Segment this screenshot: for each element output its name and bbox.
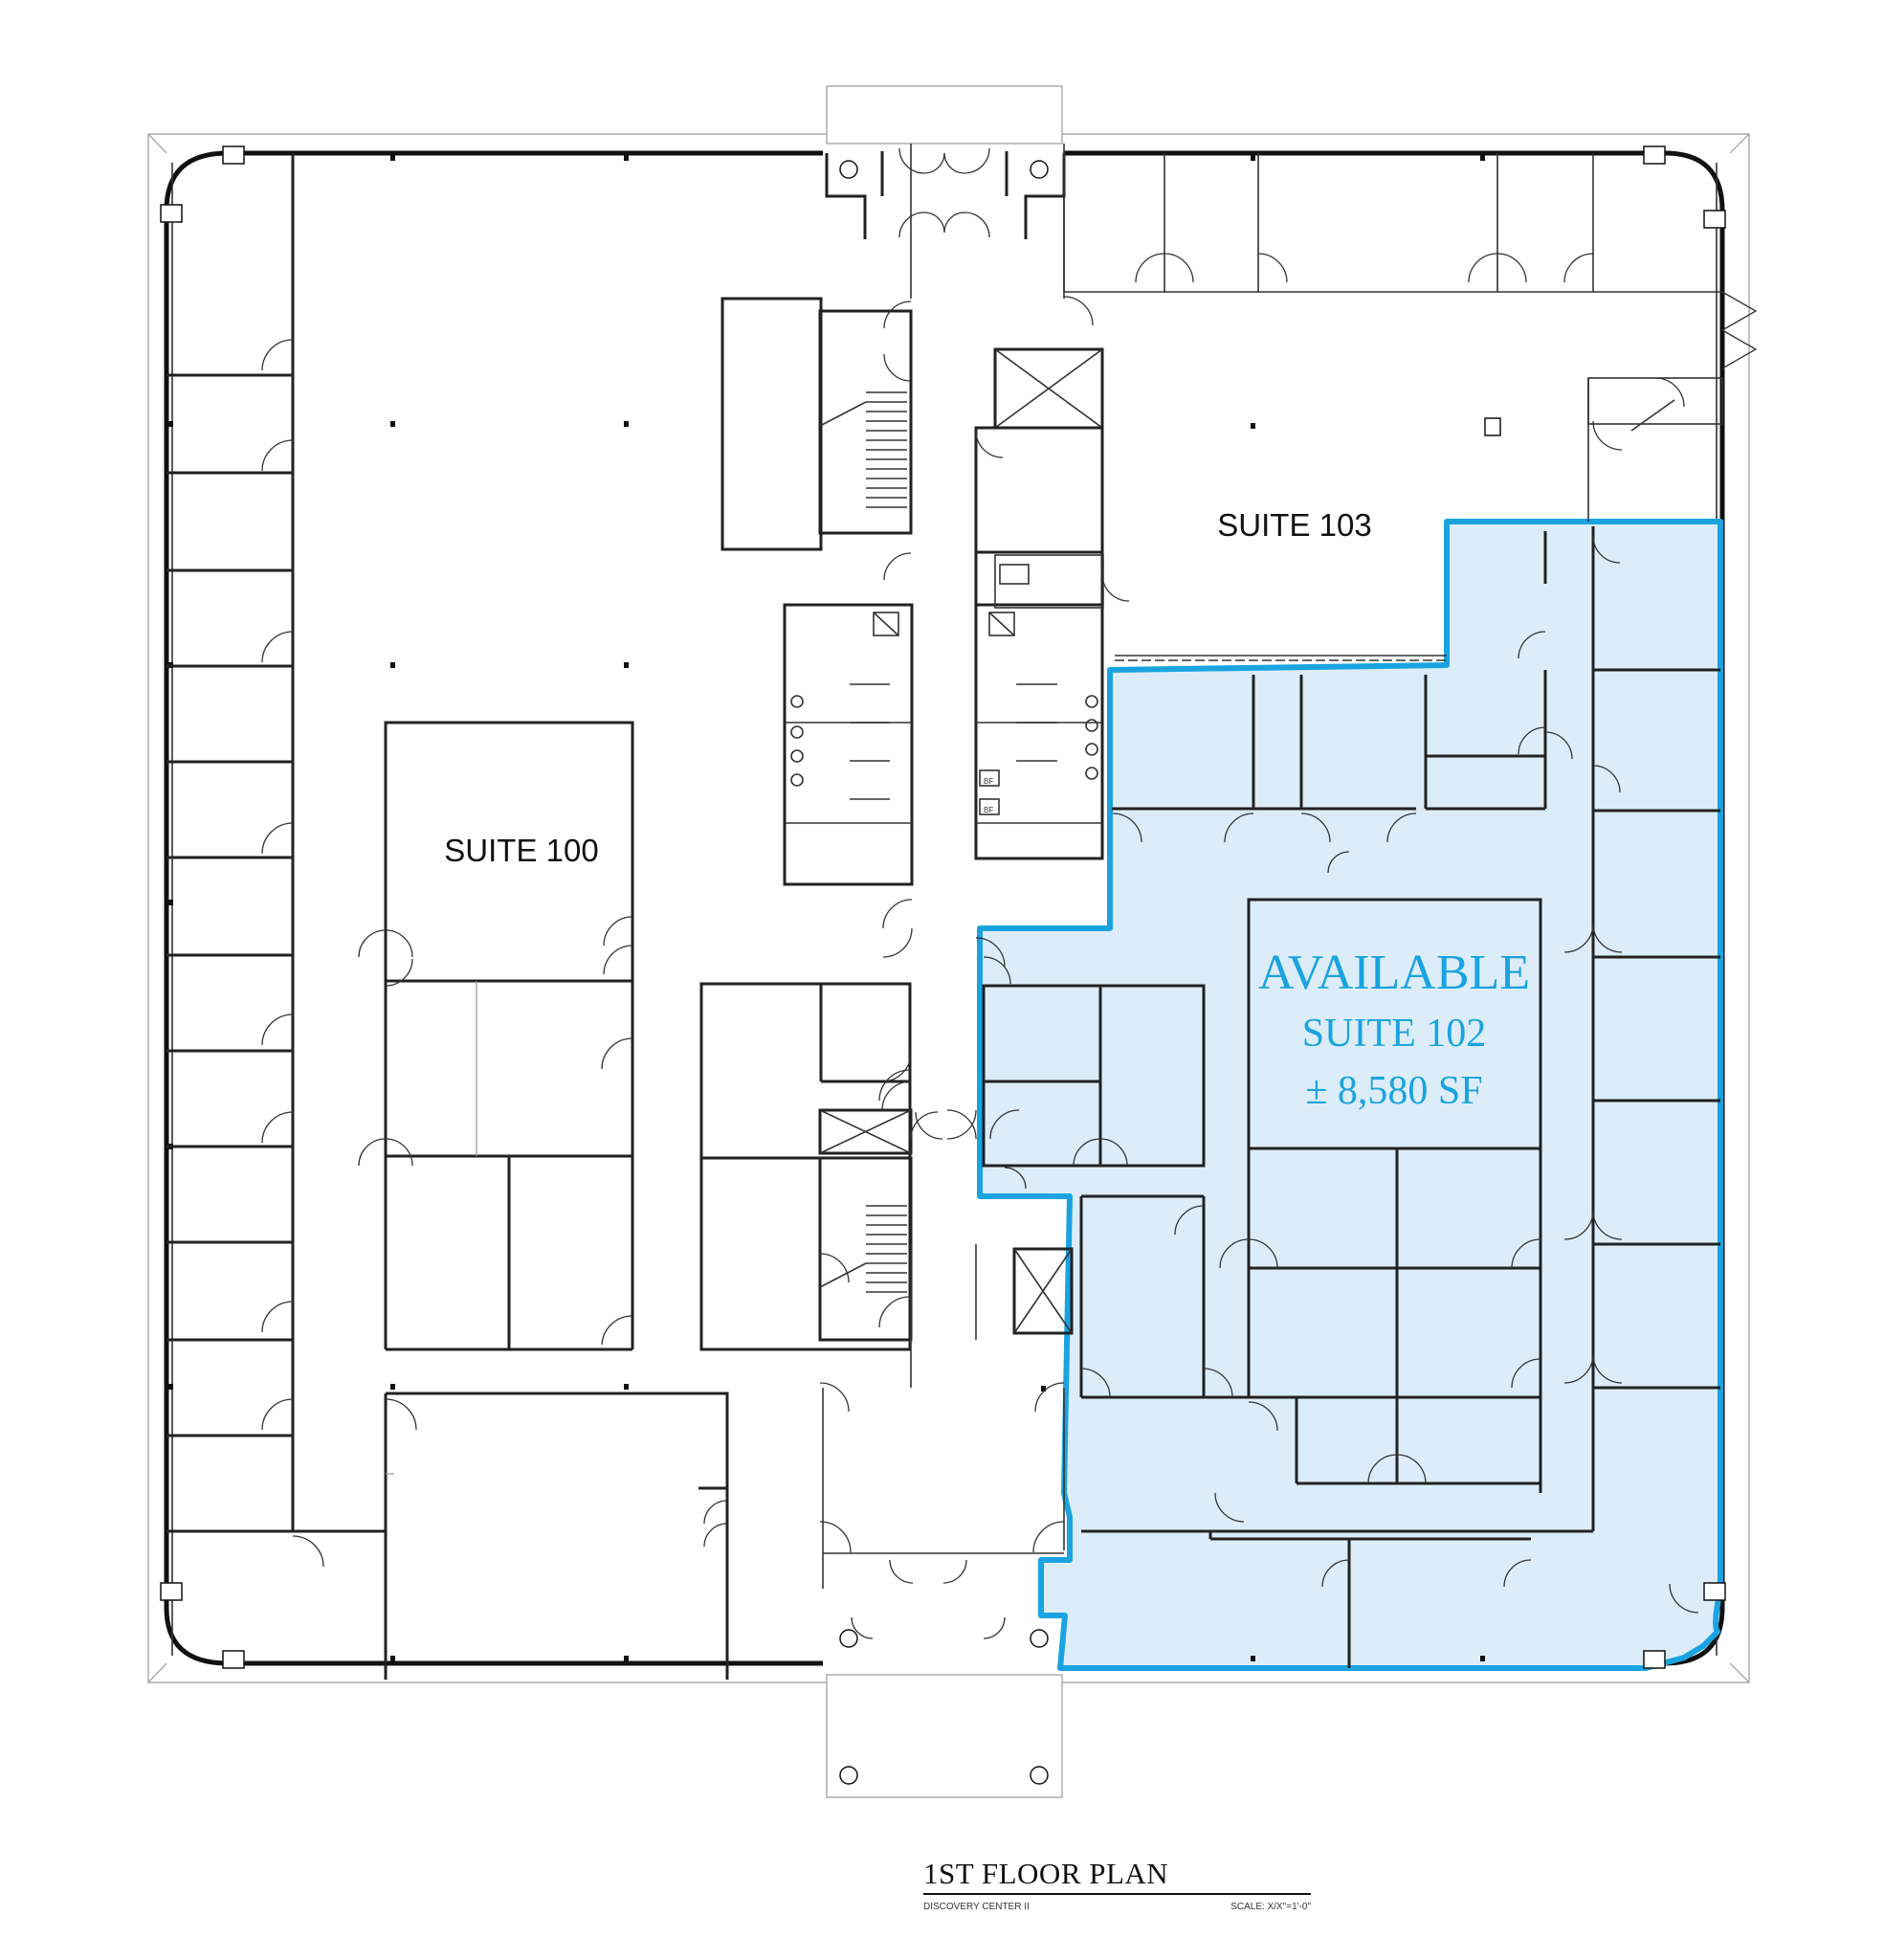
bf-sign-1: BF [984,777,993,786]
suite-100-doors [358,916,911,1548]
north-entrance-doors [898,147,990,238]
south-entrance-canopy [826,1674,1063,1798]
west-office-doors [261,339,324,1568]
suite-102-rooms [982,526,1720,1668]
suite-103-rooms [994,153,1723,661]
core-doors [819,301,1130,1639]
suite-100-rooms [293,721,912,1680]
title-underline [923,1893,1311,1895]
suite-102-doors [983,535,1699,1614]
bf-sign-2: BF [984,806,993,814]
available-label: AVAILABLE [1258,946,1530,1000]
suite-102-area: ± 8,580 SF [1305,1069,1482,1113]
suite-100-label: SUITE 100 [444,833,598,868]
north-entrance-canopy [826,85,1063,145]
title-block: 1ST FLOOR PLAN DISCOVERY CENTER II SCALE… [923,1857,1316,1912]
structural-columns [160,145,1726,1785]
suite-103-label: SUITE 103 [1217,507,1371,543]
building-core [720,144,1104,1589]
suite-103-doors [1063,253,1758,451]
title-subline: DISCOVERY CENTER II SCALE: X/X"=1'-0" [923,1902,1311,1912]
suite-102-label: SUITE 102 [1302,1012,1487,1056]
plan-title: 1ST FLOOR PLAN [923,1857,1169,1890]
west-offices [166,153,295,1533]
scale-note: SCALE: X/X"=1'-0" [1230,1902,1311,1912]
project-name: DISCOVERY CENTER II [923,1902,1030,1912]
